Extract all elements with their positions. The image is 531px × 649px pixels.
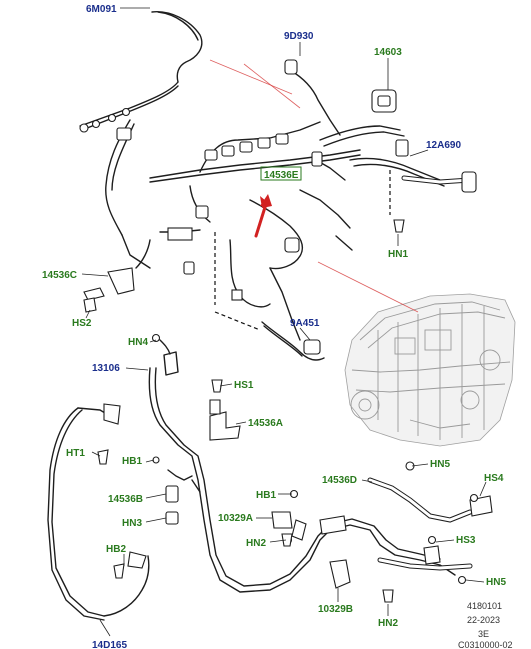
label-14d165: 14D165 bbox=[92, 640, 127, 649]
label-hb1-right: HB1 bbox=[256, 490, 276, 501]
bracket-14536c bbox=[83, 267, 135, 301]
label-12a690: 12A690 bbox=[426, 140, 461, 151]
engine-wiring-harness bbox=[79, 11, 477, 361]
label-13106: 13106 bbox=[92, 363, 120, 374]
label-ht1: HT1 bbox=[66, 448, 85, 459]
callout-leader-lines bbox=[81, 7, 487, 637]
label-hs1: HS1 bbox=[234, 380, 254, 391]
label-hn1: HN1 bbox=[388, 249, 408, 260]
label-9a451: 9A451 bbox=[290, 318, 320, 329]
label-hb2: HB2 bbox=[106, 544, 126, 555]
footer-ref: 4180101 bbox=[467, 601, 502, 611]
footer-date: 22-2023 bbox=[467, 615, 500, 625]
label-10329b: 10329B bbox=[318, 604, 353, 615]
label-hn4: HN4 bbox=[128, 337, 148, 348]
label-hn5-lower: HN5 bbox=[486, 577, 506, 588]
fasteners bbox=[83, 219, 405, 603]
label-hn3: HN3 bbox=[122, 518, 142, 529]
engine-pointer-line-1 bbox=[317, 261, 419, 313]
dashed-guide-2 bbox=[214, 311, 261, 331]
red-pointer-arrow bbox=[254, 194, 272, 238]
label-14536b: 14536B bbox=[108, 494, 143, 505]
label-14536d: 14536D bbox=[322, 475, 357, 486]
label-hb1-left: HB1 bbox=[122, 456, 142, 467]
label-hn5-upper: HN5 bbox=[430, 459, 450, 470]
engine-pointer-line-3 bbox=[243, 63, 301, 109]
label-hs2: HS2 bbox=[72, 318, 92, 329]
label-14536c: 14536C bbox=[42, 270, 77, 281]
footer-code: C0310000-02 bbox=[458, 640, 513, 649]
label-9d930: 9D930 bbox=[284, 31, 314, 42]
label-14536a: 14536A bbox=[248, 418, 283, 429]
label-hn2-bottom: HN2 bbox=[378, 618, 398, 629]
lower-wiring-harness bbox=[47, 333, 493, 621]
label-hs4: HS4 bbox=[484, 473, 504, 484]
engine-illustration bbox=[344, 293, 516, 447]
engine-pointer-line-2 bbox=[209, 59, 293, 95]
footer-rev: 3E bbox=[478, 629, 489, 639]
label-hn2-left: HN2 bbox=[246, 538, 266, 549]
label-10329a: 10329A bbox=[218, 513, 253, 524]
label-6m091: 6M091 bbox=[86, 4, 117, 15]
label-hs3: HS3 bbox=[456, 535, 476, 546]
label-14603: 14603 bbox=[374, 47, 402, 58]
label-14536e-box bbox=[260, 166, 302, 181]
label-14536e: 14536E bbox=[264, 170, 299, 181]
